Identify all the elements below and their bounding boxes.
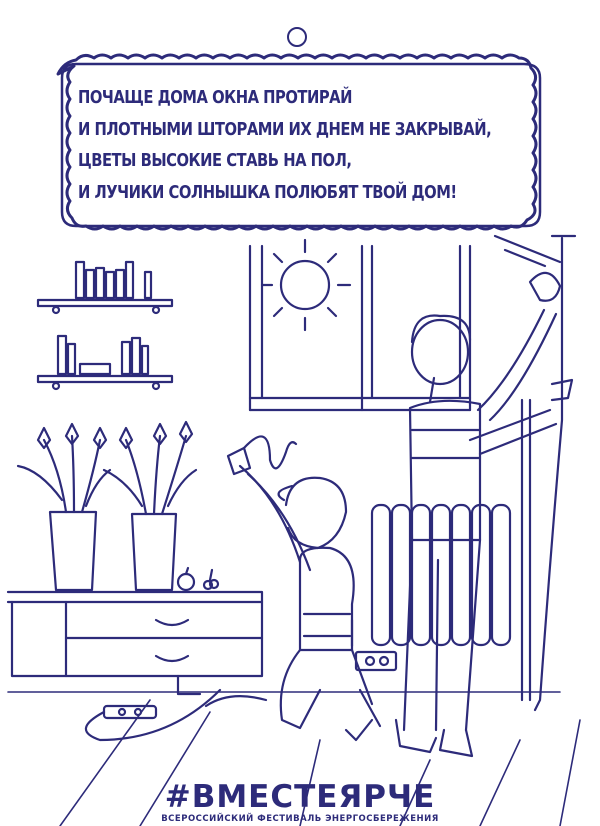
sun-icon: [260, 238, 352, 332]
hashtag-logo: #ВМЕСТЕЯРЧЕ: [164, 779, 436, 815]
hang-hole: [287, 27, 307, 47]
flower-vase-right: [102, 420, 198, 592]
pipe: [520, 398, 532, 702]
upper-shelf: [36, 260, 174, 315]
poem-line-3: ЦВЕТЫ ВЫСОКИЕ СТАВЬ НА ПОЛ,: [78, 150, 352, 171]
festival-subtitle: ВСЕРОССИЙСКИЙ ФЕСТИВАЛЬ ЭНЕРГОСБЕРЕЖЕНИЯ: [161, 814, 439, 824]
cord: [204, 695, 268, 708]
window: [248, 234, 562, 412]
man-figure: [394, 271, 574, 758]
poem-text: ПОЧАЩЕ ДОМА ОКНА ПРОТИРАЙ И ПЛОТНЫМИ ШТО…: [78, 82, 492, 208]
flower-vase-left: [16, 422, 112, 592]
sideboard: [6, 566, 264, 696]
curtain: [533, 236, 564, 712]
power-strip: [84, 688, 222, 742]
wall-socket: [354, 650, 398, 672]
speech-frame: [56, 53, 542, 231]
radiator: [370, 503, 512, 647]
lower-shelf: [36, 334, 174, 391]
kid-figure: [226, 435, 382, 742]
poem-line-1: ПОЧАЩЕ ДОМА ОКНА ПРОТИРАЙ: [78, 87, 352, 108]
floor-boards: [7, 691, 581, 826]
poem-line-2: И ПЛОТНЫМИ ШТОРАМИ ИХ ДНЕМ НЕ ЗАКРЫВАЙ,: [78, 118, 492, 140]
poem-line-4: И ЛУЧИКИ СОЛНЫШКА ПОЛЮБЯТ ТВОЙ ДОМ!: [78, 181, 457, 203]
